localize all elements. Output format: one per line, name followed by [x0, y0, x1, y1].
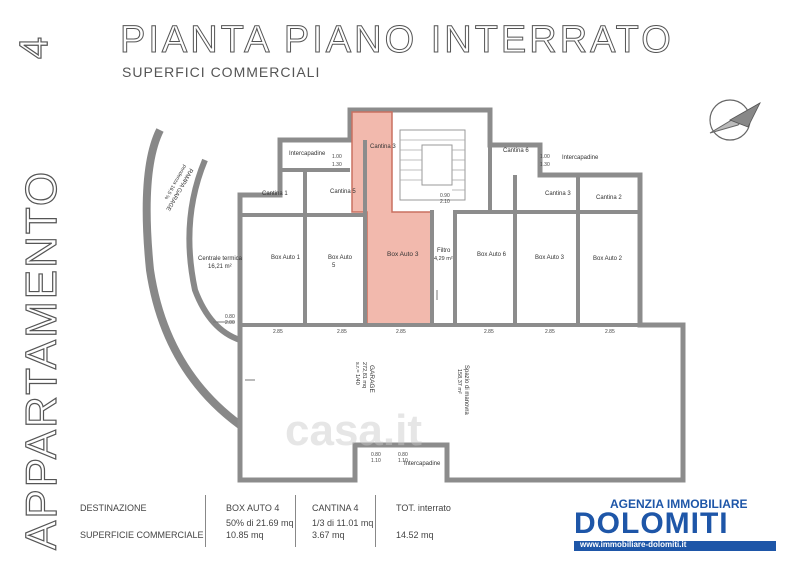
label-filtro: Filtro: [437, 248, 451, 254]
label-garage-c: s.r.= 1/40: [354, 362, 360, 385]
table-divider-3: [375, 495, 376, 547]
dim-c2: 2.10: [440, 199, 450, 205]
table-divider-1: [205, 495, 206, 547]
label-box1: Box Auto 1: [271, 255, 301, 261]
dim-b2: 1.30: [540, 162, 550, 168]
table-header-tot: TOT. interrato: [396, 503, 451, 513]
dim-e6: 2.85: [605, 329, 615, 335]
label-centrale-area: 16,21 m²: [208, 264, 232, 270]
label-cantina3-right: Cantina 3: [545, 191, 571, 197]
label-box2: Box Auto 2: [593, 256, 623, 262]
label-intercap-right: Intercapadine: [562, 155, 599, 161]
door-marks: [213, 290, 438, 381]
dimension-labels: 1.00 1.30 1.00 1.30 0.90 2.10 0.80 2.00 …: [225, 154, 615, 464]
plan-title: PIANTA PIANO INTERRATO: [120, 19, 674, 61]
garage-label-group: GARAGE 272,81 mq s.r.= 1/40: [354, 362, 375, 393]
label-intercap-bottom: Intercapadine: [404, 461, 441, 467]
label-centrale-termica: Centrale termica: [198, 256, 243, 262]
table-pct-box: 50% di 21.69 mq: [226, 518, 294, 528]
label-box6: Box Auto 6: [477, 252, 507, 258]
dim-e1: 2.85: [273, 329, 283, 335]
dim-e2: 2.85: [337, 329, 347, 335]
logo-main-text: DOLOMITI: [574, 507, 729, 540]
dim-f4: 1.10: [398, 458, 408, 464]
label-box3: Box Auto 3: [535, 255, 565, 261]
internal-walls: [240, 140, 683, 327]
rampa-label-group: RAMPA GARAGE pendenza 16,5 %: [162, 164, 193, 212]
logo-url: www.immobiliare-dolomiti.it: [580, 540, 687, 549]
dim-e5: 2.85: [545, 329, 555, 335]
table-row-label: SUPERFICIE COMMERCIALE: [80, 530, 204, 540]
dim-e4: 2.85: [484, 329, 494, 335]
table-pct-cantina: 1/3 di 11.01 mq: [312, 518, 374, 528]
table-header-cantina: CANTINA 4: [312, 503, 359, 513]
dim-d2: 2.00: [225, 320, 235, 326]
staircase: [399, 129, 466, 201]
dim-e3: 2.85: [396, 329, 406, 335]
dim-c1: 0.90: [440, 193, 450, 199]
label-cantina1: Cantina 1: [262, 191, 288, 197]
label-box3-hl: Box Auto 3: [387, 251, 419, 258]
logo-bar: [574, 541, 776, 551]
label-garage-b: 272,81 mq: [361, 362, 367, 388]
label-cantina5: Cantina 5: [330, 189, 356, 195]
label-cantina2: Cantina 2: [596, 195, 622, 201]
table-value-tot: 14.52 mq: [396, 530, 434, 540]
agency-logo: AGENZIA IMMOBILIARE DOLOMITI www.immobil…: [570, 495, 780, 553]
dim-a1: 1.00: [332, 154, 342, 160]
dim-f3: 0.80: [398, 452, 408, 458]
north-compass-icon: [709, 99, 761, 141]
dim-f1: 0.80: [371, 452, 381, 458]
label-garage-a: GARAGE: [368, 365, 375, 393]
table-value-cantina: 3.67 mq: [312, 530, 345, 540]
table-header-destinazione: DESTINAZIONE: [80, 503, 147, 513]
label-manovra-b: 158,37 m²: [456, 369, 462, 394]
dim-f2: 1.10: [371, 458, 381, 464]
label-manovra-a: Spazio di manovra: [463, 365, 469, 415]
ramp-outer-wall: [142, 128, 243, 429]
table-value-box: 10.85 mq: [226, 530, 264, 540]
label-filtro-area: 4,29 m²: [434, 256, 453, 262]
plan-subtitle: SUPERFICI COMMERCIALI: [122, 64, 321, 80]
dim-d1: 0.80: [225, 314, 235, 320]
label-cantina3-hl: Cantina 3: [370, 144, 396, 150]
label-box5-a: Box Auto: [328, 255, 353, 261]
dim-a2: 1.30: [332, 162, 342, 168]
label-cantina6: Cantina 6: [503, 148, 529, 154]
logo-top-text: AGENZIA IMMOBILIARE: [610, 497, 748, 511]
watermark: casa.it: [285, 406, 422, 455]
dim-b1: 1.00: [540, 154, 550, 160]
table-divider-2: [295, 495, 296, 547]
label-intercap-left: Intercapadine: [289, 151, 326, 157]
manovra-label-group: Spazio di manovra 158,37 m²: [456, 365, 469, 415]
ramp-inner-wall: [186, 158, 242, 343]
table-header-box: BOX AUTO 4: [226, 503, 280, 513]
label-box5-b: 5: [332, 263, 336, 269]
